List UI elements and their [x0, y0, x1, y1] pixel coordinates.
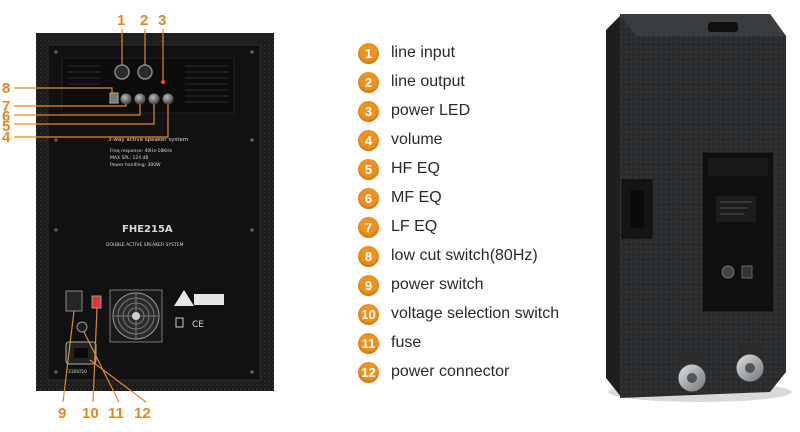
legend-item-lf-eq: 7 LF EQ	[358, 216, 437, 238]
legend-label-2: line output	[391, 73, 465, 90]
legend-badge-7: 7	[358, 216, 379, 238]
model-subtitle: DOUBLE ACTIVE SPEAKER SYSTEM	[106, 242, 184, 248]
callout-2: 2	[140, 12, 148, 29]
legend-label-10: voltage selection switch	[391, 305, 560, 322]
callout-11: 11	[108, 405, 124, 422]
callout-9: 9	[58, 405, 66, 422]
legend-item-power-led: 3 power LED	[358, 100, 470, 122]
callout-8: 8	[2, 80, 10, 97]
legend-item-power-switch: 9 power switch	[358, 274, 483, 296]
legend-label-8: low cut switch(80Hz)	[391, 247, 538, 264]
legend-badge-8: 8	[358, 245, 379, 267]
legend-item-power-connector: 12 power connector	[358, 361, 509, 383]
legend-badge-3: 3	[358, 100, 379, 122]
legend-label-9: power switch	[391, 276, 484, 293]
legend-badge-11: 11	[358, 332, 379, 354]
cooling-fan	[109, 289, 163, 343]
legend-label-11: fuse	[391, 334, 422, 351]
legend-label-5: HF EQ	[391, 160, 440, 177]
legend-badge-4: 4	[358, 129, 379, 151]
legend-label-1: line input	[391, 44, 456, 61]
callout-3: 3	[158, 12, 166, 29]
legend-item-line-output: 2 line output	[358, 71, 465, 93]
cabinet-handle	[708, 22, 738, 32]
control-knobs	[109, 92, 174, 105]
ce-mark: CE	[192, 320, 204, 330]
legend-item-low-cut-switch: 8 low cut switch(80Hz)	[358, 245, 538, 267]
warning-label-icon	[174, 290, 194, 306]
callout-5: 5	[2, 118, 10, 135]
legend-badge-2: 2	[358, 71, 379, 93]
legend-label-4: volume	[391, 131, 443, 148]
voltage-selection-switch	[91, 295, 102, 309]
legend-item-volume: 4 volume	[358, 129, 443, 151]
fuse-holder	[76, 321, 88, 333]
legend-label-3: power LED	[391, 102, 471, 119]
model-name: FHE215A	[122, 224, 173, 235]
spec-line-1: Freq response: 40Hz-18KHz	[110, 148, 173, 154]
line-output-socket	[137, 64, 153, 80]
spec-line-3: Power handling: 300W	[110, 162, 161, 168]
legend-badge-5: 5	[358, 158, 379, 180]
hf-eq-knob	[148, 93, 160, 105]
volume-knob	[162, 93, 174, 105]
callout-12: 12	[134, 405, 151, 422]
legend-badge-12: 12	[358, 361, 379, 383]
power-switch	[65, 290, 83, 312]
panel-screws	[54, 50, 254, 374]
legend-label-12: power connector	[391, 363, 510, 380]
callout-7: 7	[2, 98, 10, 115]
caster-wheels	[677, 344, 765, 393]
line-input-socket	[114, 64, 130, 80]
legend-badge-1: 1	[358, 42, 379, 64]
legend-item-mf-eq: 6 MF EQ	[358, 187, 442, 209]
legend-label-6: MF EQ	[391, 189, 442, 206]
legend-badge-6: 6	[358, 187, 379, 209]
warning-label-strip	[194, 294, 224, 305]
legend-item-hf-eq: 5 HF EQ	[358, 158, 440, 180]
speaker-cabinet	[606, 14, 792, 402]
low-cut-switch	[109, 92, 119, 104]
legend-badge-10: 10	[358, 303, 379, 325]
legend-item-voltage-selection-switch: 10 voltage selection switch	[358, 303, 559, 325]
mf-eq-knob	[134, 93, 146, 105]
callout-4: 4	[2, 129, 11, 146]
callout-leader-lines	[14, 29, 169, 403]
callout-6: 6	[2, 108, 10, 125]
legend-item-line-input: 1 line input	[358, 42, 455, 64]
legend-item-fuse: 11 fuse	[358, 332, 421, 354]
cabinet-amp-plate	[701, 151, 775, 313]
callout-1: 1	[117, 12, 125, 29]
legend-label-7: LF EQ	[391, 218, 438, 235]
power-connector-inner	[74, 348, 88, 358]
power-led	[161, 80, 165, 84]
legend-badge-9: 9	[358, 274, 379, 296]
disposal-icon	[175, 317, 184, 328]
lf-eq-knob	[120, 93, 132, 105]
power-connector-label: 230V/50	[68, 369, 87, 375]
system-heading: 3-way active speaker system	[108, 137, 188, 143]
spec-line-2: MAX SPL: 124 dB	[110, 155, 148, 161]
callout-10: 10	[82, 405, 99, 422]
